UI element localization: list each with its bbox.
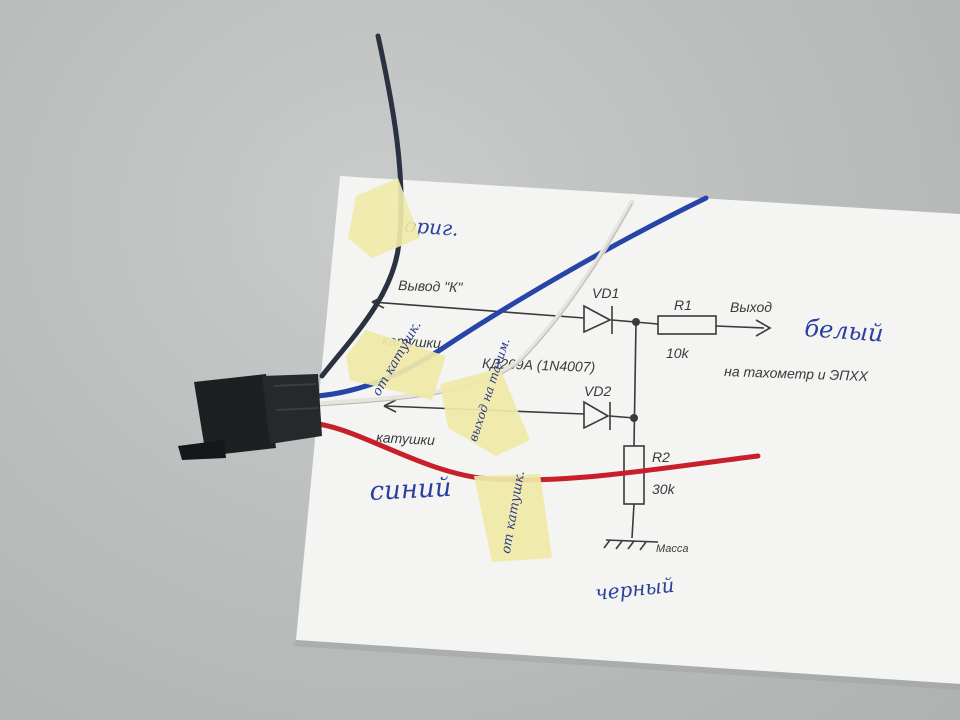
connector-plug (178, 374, 322, 460)
label-r2-value: 30k (652, 481, 676, 497)
junction-dot-2 (630, 414, 638, 422)
tape-top (348, 178, 420, 258)
tape-bottom: от катушк. (474, 470, 552, 562)
label-coil-2: катушки (376, 429, 436, 448)
label-vd2: VD2 (584, 383, 611, 399)
label-diode-part: КД209А (1N4007) (482, 355, 596, 375)
label-ground: Масса (656, 543, 689, 555)
label-input-k: Вывод "К" (398, 277, 464, 295)
paper-shadow (292, 640, 960, 690)
label-r1-value: 10k (666, 345, 690, 361)
label-r2: R2 (652, 449, 670, 465)
wire-white-shade (317, 203, 633, 407)
handwritten-white: белый (804, 314, 885, 347)
wire-black (319, 33, 404, 379)
label-output: Выход (730, 299, 772, 315)
label-vd1: VD1 (592, 285, 619, 301)
junction-dot-1 (632, 318, 640, 326)
handwritten-blue: синий (369, 473, 452, 507)
paper-sheet (296, 176, 960, 684)
label-output-dest: на тахометр и ЭПХХ (724, 363, 869, 384)
label-r1: R1 (674, 297, 692, 313)
wire-blue (315, 195, 709, 399)
wire-white (315, 199, 635, 407)
